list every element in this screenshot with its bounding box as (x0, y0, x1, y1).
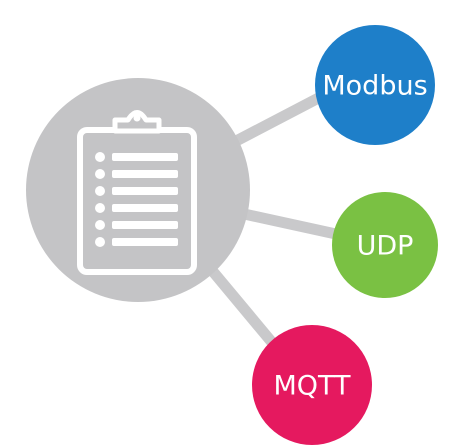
protocol-node-modbus: Modbus (315, 25, 435, 145)
modbus-label: Modbus (322, 71, 427, 102)
udp-circle (332, 192, 438, 298)
connector-line-mqtt (204, 262, 286, 358)
protocol-node-mqtt: MQTT (252, 325, 372, 445)
hub-node (26, 78, 250, 302)
mqtt-circle (252, 325, 372, 445)
udp-label: UDP (357, 231, 414, 262)
clipboard-list-icon (77, 110, 197, 275)
protocol-node-udp: UDP (332, 192, 438, 298)
modbus-circle (315, 25, 435, 145)
mqtt-label: MQTT (273, 371, 351, 402)
connector-line-udp (229, 206, 351, 242)
